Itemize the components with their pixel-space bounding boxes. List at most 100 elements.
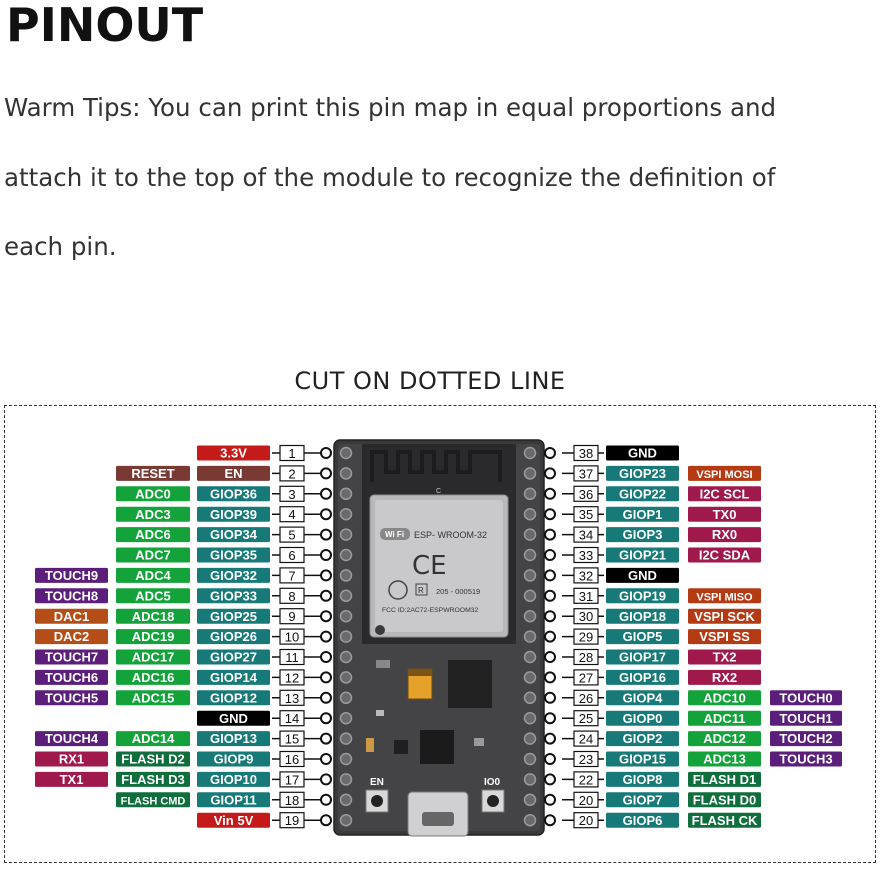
pin-label-bg <box>606 690 679 706</box>
pin-label-bg <box>197 486 270 502</box>
pin-left-1: 13.3V <box>197 444 353 462</box>
pin-label-adc14: ADC14 <box>132 731 175 746</box>
board-pad <box>523 446 537 460</box>
board-pad <box>339 589 353 603</box>
pin-number-box <box>573 608 599 625</box>
pin-number-box <box>279 567 305 584</box>
pin-label-bg <box>116 588 190 604</box>
pin-label-tx1: TX1 <box>60 772 84 787</box>
pin-label-vspi-sck: VSPI SCK <box>694 609 755 624</box>
cert-icon <box>388 580 408 600</box>
pin-number: 1 <box>288 446 295 461</box>
header-pin-circle <box>320 589 332 602</box>
pin-label-adc15: ADC15 <box>132 690 175 705</box>
pin-number-box <box>279 648 305 666</box>
board-pad <box>339 813 353 827</box>
pin-label-giop21: GIOP21 <box>619 548 666 563</box>
pin-label-bg <box>197 771 270 787</box>
pin-label-bg <box>197 547 270 563</box>
fcc-id: FCC ID:2AC72-ESPWROOM32 <box>382 607 479 614</box>
pin-label-bg <box>606 527 679 543</box>
pin-number: 29 <box>579 630 593 645</box>
pin-label-giop2: GIOP2 <box>623 731 663 746</box>
board-pad <box>523 752 537 766</box>
pin-label-bg <box>116 690 190 706</box>
pin-label-bg <box>35 567 108 583</box>
board-pad <box>523 548 537 562</box>
pin-number-box <box>573 587 599 604</box>
pin-label-flash-d0: FLASH D0 <box>693 792 757 807</box>
pin-label-bg <box>688 669 761 685</box>
pin-label-touch5: TOUCH5 <box>45 690 98 705</box>
pin-number: 30 <box>579 609 593 624</box>
pin-number-box <box>279 771 305 788</box>
pin-label-bg <box>688 465 761 481</box>
pin-label-bg <box>35 669 108 685</box>
en-button[interactable] <box>365 789 389 813</box>
pin-number-box <box>573 730 599 747</box>
pin-label-bg <box>688 812 761 828</box>
pin-label-giop1: GIOP1 <box>623 507 663 522</box>
pin-label-bg <box>606 771 679 787</box>
board-pad <box>339 548 353 562</box>
pin-label-adc17: ADC17 <box>132 650 175 665</box>
pin-number-box <box>279 730 305 747</box>
pin-number: 19 <box>285 813 299 828</box>
pin-label-tx2: TX2 <box>713 650 737 665</box>
pin-label-giop9: GIOP9 <box>214 752 254 767</box>
board-pad <box>523 569 537 582</box>
header-pin-circle <box>544 691 556 704</box>
esp32-board: C Wi Fi ESP- WROOM-32 CE R 205 - 000519 … <box>333 439 545 837</box>
pin-label-adc6: ADC6 <box>135 527 170 542</box>
pin-label-bg <box>35 751 108 767</box>
pin-number-box <box>573 669 599 686</box>
pin-label-bg <box>197 588 270 604</box>
header-pin-circle <box>544 814 556 827</box>
pin-label-bg <box>688 547 761 563</box>
pin-label-bg <box>606 486 679 502</box>
pin-number: 37 <box>579 466 593 481</box>
pin-label-bg <box>197 669 270 685</box>
pin-label-bg <box>197 812 270 828</box>
board-pad <box>523 630 537 643</box>
board-pad <box>339 793 353 807</box>
antenna-c-label: C <box>436 488 441 495</box>
pin-label-bg <box>606 567 679 583</box>
pin-number-box <box>279 506 305 523</box>
header-pin-circle <box>320 549 332 561</box>
pin-label-touch9: TOUCH9 <box>45 568 98 583</box>
pin-label-vspi-miso: VSPI MISO <box>696 591 753 603</box>
board-pad <box>339 732 353 745</box>
io0-button[interactable] <box>481 789 505 813</box>
header-pin-circle <box>320 651 332 663</box>
pin-label-bg <box>116 731 190 747</box>
board-pad <box>523 487 537 501</box>
pin-label-bg <box>688 527 761 543</box>
board-pad <box>339 711 353 725</box>
pin-label-bg <box>688 629 761 645</box>
pin-label-bg <box>197 445 270 461</box>
board-pad <box>339 691 353 705</box>
pin-number-box <box>573 628 599 645</box>
pin-label-gnd: GND <box>628 446 657 461</box>
en-button-label: EN <box>370 777 384 788</box>
pin-label-en: EN <box>224 466 242 481</box>
pin-label-bg <box>606 649 679 665</box>
pin-number: 4 <box>288 507 295 522</box>
pin-label-bg <box>116 608 190 624</box>
pin-number: 27 <box>579 670 593 685</box>
pin-label-bg <box>35 649 108 665</box>
page-title: PINOUT <box>6 0 204 52</box>
pin-label-giop19: GIOP19 <box>619 588 666 603</box>
pin-number: 23 <box>579 752 593 767</box>
pin-number: 8 <box>288 589 295 604</box>
